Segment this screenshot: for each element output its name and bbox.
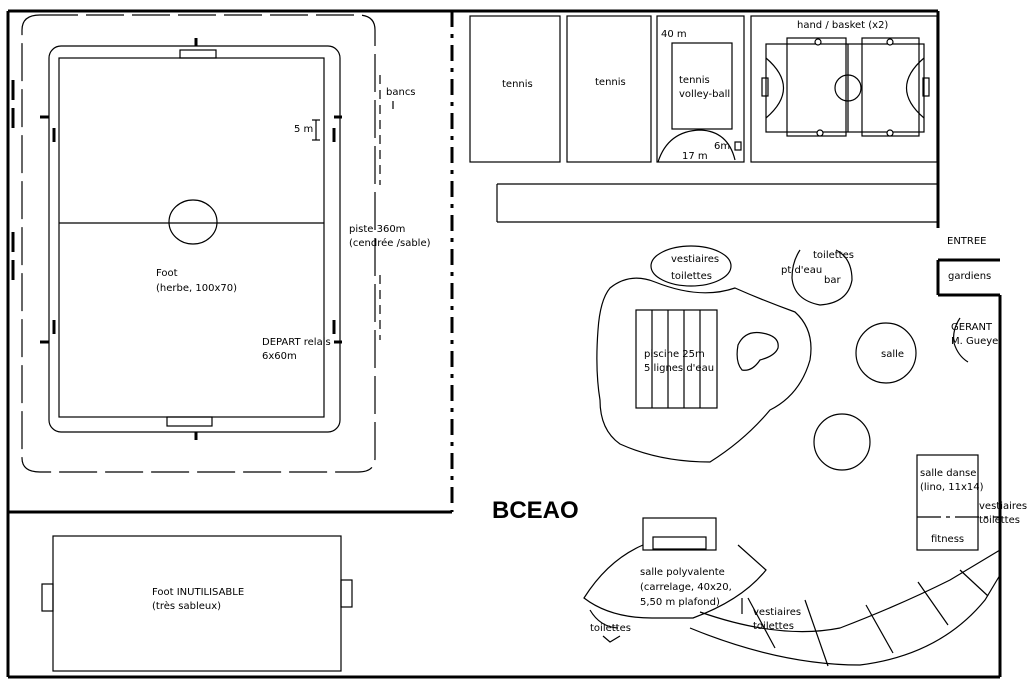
benches bbox=[379, 75, 394, 340]
access-path bbox=[496, 183, 938, 223]
label-40m: 40 m bbox=[661, 29, 687, 40]
pool-area-outline bbox=[596, 277, 812, 463]
gerant-office bbox=[953, 317, 969, 363]
label-pt-eau: pt d'eau bbox=[781, 265, 822, 276]
round-building bbox=[813, 413, 871, 471]
goal-bottom bbox=[166, 416, 213, 427]
curved-gallery bbox=[689, 549, 1001, 667]
label-gerant: GERANT M. Gueye bbox=[951, 322, 998, 347]
salle-danse bbox=[916, 454, 979, 551]
label-17m: 17 m bbox=[682, 151, 708, 162]
label-depart-relais: DEPART relais 6x60m bbox=[262, 337, 334, 362]
toilettes-bottom-wall bbox=[589, 609, 621, 643]
label-hand-basket: hand / basket (x2) bbox=[797, 20, 888, 31]
swimming-pool bbox=[635, 309, 718, 409]
tennis-court-3 bbox=[656, 15, 745, 163]
salle-building bbox=[855, 322, 917, 384]
football-pitch bbox=[58, 57, 325, 418]
label-toilettes-bottom: toilettes bbox=[590, 623, 631, 634]
salle-polyvalente-stage bbox=[642, 517, 717, 551]
label-toilettes-bar: toilettes bbox=[813, 250, 854, 261]
kids-pool bbox=[736, 331, 779, 371]
label-five-m: 5 m bbox=[294, 124, 313, 135]
label-foot: Foot (herbe, 100x70) bbox=[156, 268, 237, 294]
label-salle-polyvalente: salle polyvalente (carrelage, 40x20, 5,5… bbox=[640, 567, 735, 608]
label-piscine: piscine 25m 5 lignes d'eau bbox=[644, 349, 714, 374]
bar-building bbox=[791, 249, 853, 306]
unusable-pitch-goal-left bbox=[41, 583, 54, 612]
label-entree: ENTREE bbox=[947, 236, 987, 247]
label-bar: bar bbox=[824, 275, 841, 286]
pitch-centre-circle bbox=[168, 199, 218, 245]
goal-top bbox=[179, 49, 217, 59]
label-vestiaires-top: vestiaires toilettes bbox=[671, 254, 722, 282]
label-tennis-2: tennis bbox=[595, 77, 626, 88]
hand-basket-court bbox=[761, 37, 930, 137]
tennis-court-1 bbox=[469, 15, 561, 163]
court-arc bbox=[657, 129, 736, 163]
label-salle: salle bbox=[881, 349, 904, 360]
sports-court-area bbox=[750, 15, 938, 163]
label-vestiaires-bottom: vestiaires toilettes bbox=[753, 607, 804, 632]
salle-polyvalente bbox=[583, 544, 767, 619]
label-gardiens: gardiens bbox=[948, 271, 991, 282]
unusable-pitch-goal-right bbox=[340, 579, 353, 608]
label-tennis-1: tennis bbox=[502, 79, 533, 90]
label-salle-danse: salle danse (lino, 11x14) bbox=[920, 468, 984, 493]
stadium-enclosure bbox=[8, 11, 454, 514]
running-track-outer bbox=[21, 14, 376, 473]
running-track-inner bbox=[48, 45, 341, 433]
vestiaires-top bbox=[650, 245, 732, 287]
label-bceao: BCEAO bbox=[492, 497, 579, 524]
label-fitness: fitness bbox=[931, 534, 964, 545]
tennis-volley-inner bbox=[671, 42, 733, 130]
pool-lanes bbox=[651, 310, 701, 408]
label-6m: 6m bbox=[714, 141, 730, 152]
outer-boundary bbox=[6, 9, 1002, 679]
label-tennis-volley: tennis volley-ball bbox=[679, 75, 730, 100]
label-vestiaires-right: vestiaires toilettes bbox=[979, 501, 1030, 526]
label-piste: piste 360m (cendrée /sable) bbox=[349, 224, 431, 249]
label-bancs: bancs bbox=[386, 87, 416, 98]
tennis-court-2 bbox=[566, 15, 652, 163]
label-foot-inutilisable: Foot INUTILISABLE (très sableux) bbox=[152, 587, 247, 612]
track-markers bbox=[11, 38, 342, 440]
